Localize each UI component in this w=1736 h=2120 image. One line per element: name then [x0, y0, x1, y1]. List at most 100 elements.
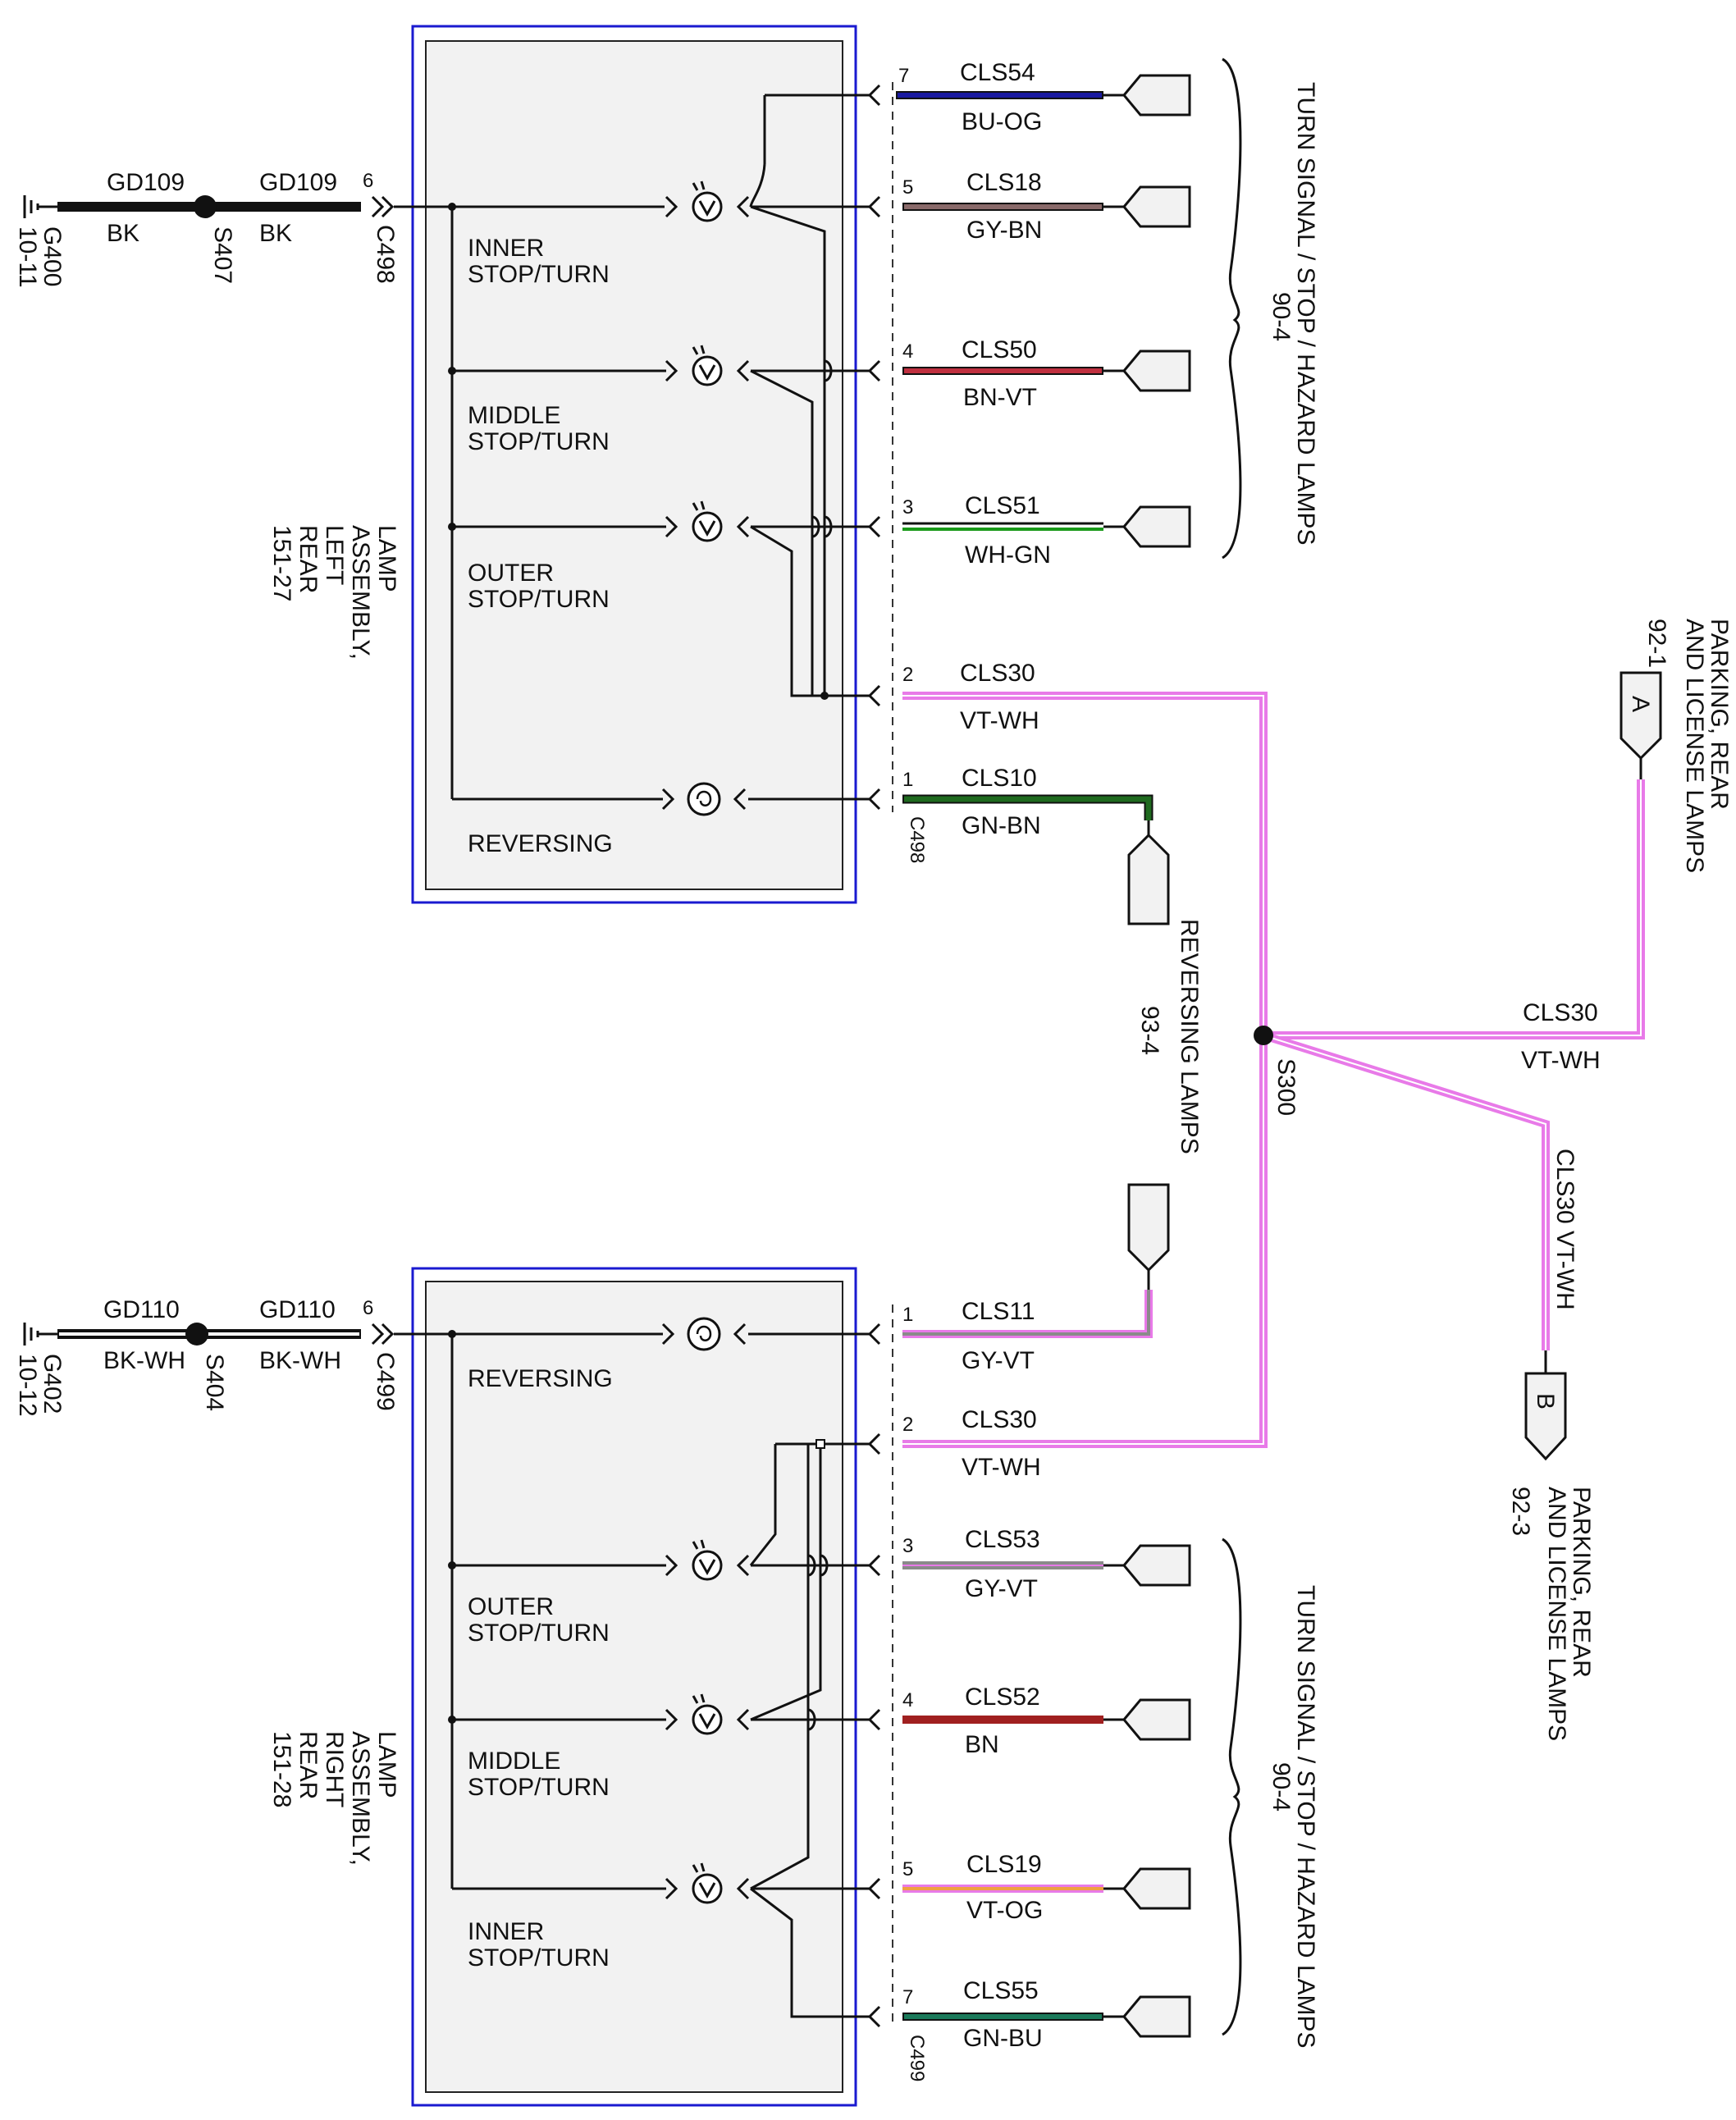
- l-color-vtwh: VT-WH: [960, 707, 1039, 734]
- left-lamp-title-1: LAMP: [373, 525, 400, 592]
- left-lamp-title-3: LEFT: [321, 525, 348, 585]
- wire-cls50: [867, 350, 1191, 392]
- top-ground-circuit-left: GD109: [107, 169, 185, 196]
- right-outer-label-2: STOP/TURN: [468, 1620, 610, 1647]
- right-outer-label-1: OUTER: [468, 1593, 554, 1620]
- right-inner-label-1: INNER: [468, 1918, 544, 1945]
- bottom-ground-circuit: GD110 BK-WH GD110 BK-WH 6 S404 C499 G402…: [14, 1296, 399, 1417]
- wire-cls54: [867, 74, 1191, 117]
- parking-a-title-2: AND LICENSE LAMPS: [1681, 619, 1708, 873]
- g400-label: G400: [39, 226, 66, 286]
- l-color-bnvt: BN-VT: [963, 384, 1037, 411]
- s407-splice: [194, 195, 217, 218]
- s407-label: S407: [209, 226, 236, 284]
- top-ground-connector: C498: [372, 225, 399, 284]
- branch-a-circuit: CLS30: [1523, 999, 1598, 1026]
- bottom-ground-color-right: BK-WH: [259, 1347, 341, 1374]
- l-circuit-cls51: CLS51: [965, 492, 1040, 519]
- l-pin-4: 4: [902, 340, 913, 363]
- branch-b-circuit: CLS30: [1551, 1149, 1578, 1224]
- right-lamp-body: [425, 1281, 843, 2093]
- wire-cls55: [867, 1995, 1191, 2038]
- r-circuit-cls52: CLS52: [965, 1684, 1040, 1711]
- r-color-gyvt: GY-VT: [962, 1347, 1035, 1374]
- r-pin-2: 2: [902, 1414, 913, 1436]
- parking-b-title-1: PARKING, REAR: [1568, 1487, 1595, 1678]
- wire-cls52: [867, 1698, 1191, 1741]
- r-color-bn: BN: [965, 1731, 999, 1758]
- left-lamp-title-5: 151-27: [268, 525, 295, 601]
- wire-cls10: [867, 788, 1170, 925]
- r-pin-7: 7: [902, 1986, 913, 2008]
- s404-label: S404: [201, 1354, 228, 1411]
- r-pin-5: 5: [902, 1858, 913, 1880]
- s300-label: S300: [1272, 1058, 1300, 1116]
- top-ground-color-left: BK: [107, 220, 139, 247]
- bottom-ground-pin: 6: [363, 1297, 373, 1319]
- turn-ref-bottom-title: TURN SIGNAL / STOP / HAZARD LAMPS: [1292, 1585, 1319, 2049]
- right-inner-label-2: STOP/TURN: [468, 1944, 610, 1972]
- top-ground-color-right: BK: [259, 220, 292, 247]
- left-reversing-label: REVERSING: [468, 830, 613, 857]
- right-lamp-title-1: LAMP: [373, 1731, 400, 1798]
- r-color-gnbu: GN-BU: [963, 2025, 1043, 2052]
- l-pin-7: 7: [898, 65, 909, 87]
- connector-b-tag: B: [1532, 1393, 1559, 1410]
- l-circuit-cls18: CLS18: [966, 169, 1042, 196]
- wire-cls11: [867, 1183, 1170, 1346]
- parking-a-page: 92-1: [1643, 619, 1670, 668]
- l-color-gnbn: GN-BN: [962, 812, 1041, 839]
- r-circuit-cls11: CLS11: [962, 1298, 1035, 1325]
- r-pin-3: 3: [902, 1535, 913, 1557]
- top-brace: [1222, 57, 1242, 560]
- reversing-ref-page: 93-4: [1136, 1006, 1163, 1055]
- r-circuit-cls30: CLS30: [962, 1406, 1037, 1433]
- bottom-ground-circuit-right: GD110: [259, 1296, 336, 1323]
- r-color-vtog: VT-OG: [966, 1897, 1043, 1924]
- wire-cls30-left: [867, 684, 1268, 1448]
- branch-b-color: VT-WH: [1551, 1231, 1578, 1310]
- left-lamp-body: [425, 40, 843, 890]
- left-lamp-assembly: INNER STOP/TURN MIDDLE STOP/TURN OUTER S…: [268, 25, 870, 904]
- parking-b-title-2: AND LICENSE LAMPS: [1543, 1487, 1570, 1741]
- bottom-ground-connector: C499: [372, 1352, 399, 1411]
- left-lamp-title-4: REAR: [295, 525, 322, 593]
- top-ground-circuit-right: GD109: [259, 169, 337, 196]
- wire-cls53: [867, 1544, 1191, 1587]
- g400-page: 10-11: [14, 226, 41, 288]
- right-reversing-label: REVERSING: [468, 1365, 613, 1392]
- parking-b-page: 92-3: [1507, 1487, 1534, 1536]
- right-lamp-title-2: ASSEMBLY,: [347, 1731, 374, 1866]
- wire-cls19: [867, 1867, 1191, 1910]
- left-lamp-title-2: ASSEMBLY,: [347, 525, 374, 660]
- left-middle-label-1: MIDDLE: [468, 402, 560, 429]
- l-pin-1: 1: [902, 769, 913, 791]
- r-color-gyvt-2: GY-VT: [965, 1575, 1038, 1602]
- l-color-buog: BU-OG: [962, 108, 1042, 135]
- parking-a-title-1: PARKING, REAR: [1706, 619, 1733, 810]
- connector-a-tag: A: [1627, 696, 1654, 712]
- right-middle-label-1: MIDDLE: [468, 1748, 560, 1775]
- r-circuit-cls55: CLS55: [963, 1977, 1039, 2004]
- left-inner-label-2: STOP/TURN: [468, 261, 610, 288]
- wire-cls18: [867, 185, 1191, 228]
- top-ground-pin: 6: [363, 170, 373, 192]
- right-lamp-outline: [411, 1267, 857, 2107]
- top-ground-circuit: GD109 BK GD109 BK 6 S407 C498 G400 10-11: [14, 169, 399, 288]
- ground-icon: [23, 1323, 57, 1346]
- right-lamp-title-3: RIGHT: [321, 1731, 348, 1807]
- r-circuit-cls53: CLS53: [965, 1526, 1040, 1553]
- l-pin-5: 5: [902, 176, 913, 199]
- turn-ref-bottom-page: 90-4: [1268, 1762, 1295, 1812]
- r-circuit-cls19: CLS19: [966, 1851, 1042, 1878]
- connector-b: [1524, 1372, 1567, 1461]
- l-circuit-cls10: CLS10: [962, 765, 1037, 792]
- l-circuit-cls50: CLS50: [962, 336, 1037, 363]
- wire-cls30-right: [867, 1432, 881, 1455]
- right-lamp-title-4: REAR: [295, 1731, 322, 1799]
- l-pin-2: 2: [902, 664, 913, 686]
- g402-page: 10-12: [14, 1354, 41, 1417]
- l-circuit-cls54: CLS54: [960, 59, 1035, 86]
- s300-splice: [1254, 1026, 1273, 1045]
